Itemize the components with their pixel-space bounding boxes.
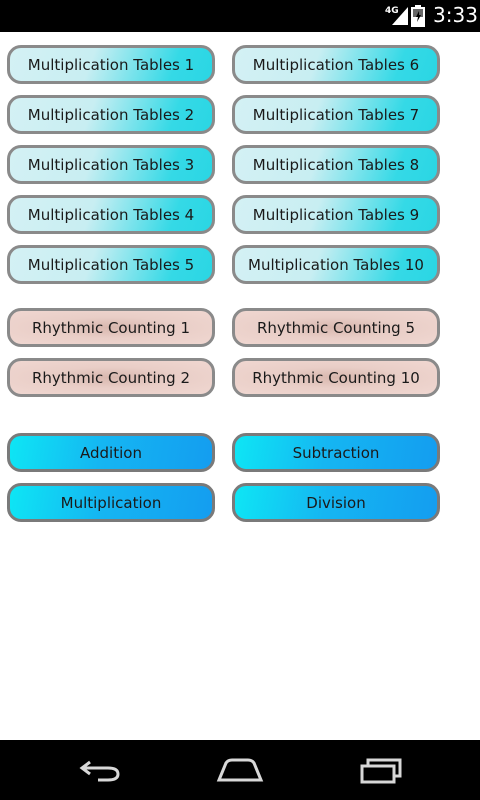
button-label: Subtraction: [292, 443, 380, 462]
button-label: Multiplication Tables 10: [248, 255, 424, 274]
multiplication-tables-7-button[interactable]: Multiplication Tables 7: [232, 95, 440, 134]
division-button[interactable]: Division: [232, 483, 440, 522]
multiplication-tables-2-button[interactable]: Multiplication Tables 2: [7, 95, 215, 134]
status-bar: 4G 3:33: [0, 0, 480, 32]
multiplication-tables-6-button[interactable]: Multiplication Tables 6: [232, 45, 440, 84]
recent-apps-icon[interactable]: [358, 754, 404, 790]
button-label: Multiplication Tables 1: [27, 55, 195, 74]
multiplication-tables-8-button[interactable]: Multiplication Tables 8: [232, 145, 440, 184]
multiplication-tables-4-button[interactable]: Multiplication Tables 4: [7, 195, 215, 234]
subtraction-button[interactable]: Subtraction: [232, 433, 440, 472]
status-clock: 3:33: [433, 3, 478, 27]
button-label: Multiplication Tables 7: [252, 105, 420, 124]
button-label: Addition: [80, 443, 142, 462]
addition-button[interactable]: Addition: [7, 433, 215, 472]
button-label: Rhythmic Counting 1: [31, 318, 191, 337]
button-label: Multiplication Tables 4: [27, 205, 195, 224]
button-label: Multiplication Tables 2: [27, 105, 195, 124]
signal-icon: [392, 7, 408, 29]
rhythmic-counting-10-button[interactable]: Rhythmic Counting 10: [232, 358, 440, 397]
button-label: Multiplication Tables 9: [252, 205, 420, 224]
button-label: Multiplication Tables 5: [27, 255, 195, 274]
multiplication-tables-10-button[interactable]: Multiplication Tables 10: [232, 245, 440, 284]
multiplication-tables-9-button[interactable]: Multiplication Tables 9: [232, 195, 440, 234]
button-label: Rhythmic Counting 2: [31, 368, 191, 387]
button-label: Rhythmic Counting 10: [252, 368, 420, 387]
rhythmic-counting-2-button[interactable]: Rhythmic Counting 2: [7, 358, 215, 397]
button-label: Multiplication Tables 6: [252, 55, 420, 74]
multiplication-tables-5-button[interactable]: Multiplication Tables 5: [7, 245, 215, 284]
network-type-label: 4G: [385, 6, 399, 16]
rhythmic-counting-5-button[interactable]: Rhythmic Counting 5: [232, 308, 440, 347]
button-label: Rhythmic Counting 5: [256, 318, 416, 337]
battery-icon: [411, 5, 425, 31]
multiplication-tables-1-button[interactable]: Multiplication Tables 1: [7, 45, 215, 84]
multiplication-button[interactable]: Multiplication: [7, 483, 215, 522]
button-label: Multiplication: [60, 493, 162, 512]
multiplication-tables-3-button[interactable]: Multiplication Tables 3: [7, 145, 215, 184]
button-label: Multiplication Tables 8: [252, 155, 420, 174]
home-icon[interactable]: [216, 754, 264, 790]
back-icon[interactable]: [78, 754, 122, 790]
button-label: Multiplication Tables 3: [27, 155, 195, 174]
rhythmic-counting-1-button[interactable]: Rhythmic Counting 1: [7, 308, 215, 347]
navigation-bar: [0, 740, 480, 800]
button-label: Division: [306, 493, 366, 512]
